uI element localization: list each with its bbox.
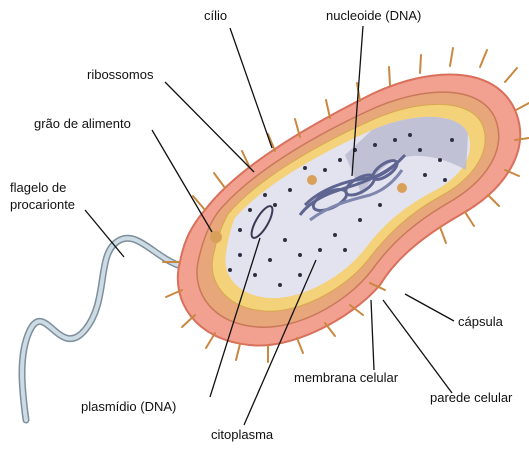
food-granule — [397, 183, 407, 193]
leader-flagelo — [85, 210, 124, 257]
label-cilio: cílio — [204, 8, 227, 23]
label-citoplasma: citoplasma — [211, 427, 273, 442]
label-capsula: cápsula — [458, 314, 503, 329]
label-plasmidio: plasmídio (DNA) — [81, 399, 176, 414]
label-grao-de-alimento: grão de alimento — [34, 116, 131, 131]
label-ribossomos: ribossomos — [87, 67, 153, 82]
label-parede-celular: parede celular — [430, 390, 512, 405]
leader-capsula — [405, 294, 454, 321]
leader-grao — [152, 130, 212, 232]
flagellum-highlight — [22, 238, 190, 420]
leader-membrana — [371, 300, 374, 370]
label-membrana-celular: membrana celular — [294, 370, 398, 385]
leader-ribossomos — [165, 82, 254, 172]
food-granule — [210, 231, 222, 243]
label-nucleoide: nucleoide (DNA) — [326, 8, 421, 23]
label-flagelo-line2: procarionte — [10, 197, 75, 212]
label-flagelo-line1: flagelo de — [10, 180, 66, 195]
leader-cilio — [230, 28, 272, 148]
food-granule — [307, 175, 317, 185]
